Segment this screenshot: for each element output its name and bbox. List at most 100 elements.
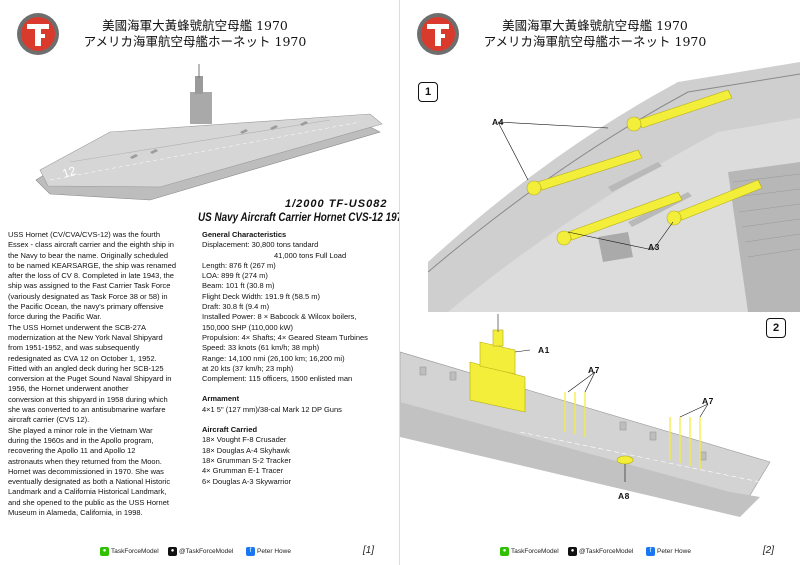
aircraft-line: 6× Douglas A-3 Skywarrior	[202, 476, 291, 486]
aircraft-line: 4× Grumman E-1 Tracer	[202, 466, 284, 476]
wechat-handle: TaskForceModel	[111, 548, 159, 555]
facebook-name: Peter Howe	[657, 548, 691, 555]
header-title-japanese: アメリカ海軍航空母艦ホーネット 1970	[483, 34, 707, 49]
taskforce-logo-icon	[417, 13, 459, 55]
wechat-handle: TaskForceModel	[511, 548, 559, 555]
facebook-icon: f	[646, 547, 655, 556]
armament-heading: Armament	[202, 394, 240, 404]
spec-line: at 20 kts (37 km/h; 23 mph)	[202, 363, 294, 373]
history-line: She played a minor role in the Vietnam W…	[8, 425, 153, 435]
page-left: 美國海軍大黃蜂號航空母艦 1970 アメリカ海軍航空母艦ホーネット 1970 1…	[0, 0, 400, 565]
callout-a3: A3	[648, 242, 660, 252]
scale-product-code: 1/2000 TF-US082	[285, 198, 388, 210]
aircraft-line: 18× Douglas A-4 Skyhawk	[202, 445, 290, 455]
history-line: redesignated as CVA 12 on October 1, 195…	[8, 353, 157, 363]
spec-line: Installed Power: 8 × Babcock & Wilcox bo…	[202, 312, 357, 322]
history-line: USS Hornet (CV/CVA/CVS-12) was the fourt…	[8, 230, 160, 239]
history-line: she was converted to an antisubmarine wa…	[8, 405, 166, 415]
callout-a8: A8	[618, 491, 630, 501]
page-header: 美國海軍大黃蜂號航空母艦 1970 アメリカ海軍航空母艦ホーネット 1970	[80, 18, 310, 50]
carrier-render-image: 12	[35, 64, 383, 201]
aircraft-line: 18× Vought F-8 Crusader	[202, 435, 287, 445]
twitter-icon: ●	[568, 547, 577, 556]
step2-illustration	[400, 314, 771, 517]
history-line: Fitted with an angled deck during her SC…	[8, 363, 164, 373]
taskforce-logo-icon	[17, 13, 59, 55]
history-line: Landmark and a California Historical Lan…	[8, 487, 167, 497]
twitter-handle: @TaskForceModel	[579, 548, 634, 555]
spec-line: 150,000 SHP (110,000 kW)	[202, 322, 294, 332]
history-text: USS Hornet (CV/CVA/CVS-12) was the fourt…	[8, 230, 204, 518]
history-line: ship was assigned to the Fast Carrier Ta…	[8, 281, 171, 291]
spec-line: Propulsion: 4× Shafts; 4× Geared Steam T…	[202, 332, 368, 342]
aircraft-heading: Aircraft Carried	[202, 425, 258, 435]
history-line: The USS Hornet underwent the SCB-27A	[8, 322, 146, 332]
page-number: [2]	[762, 545, 774, 556]
wechat-contact: ● TaskForceModel	[100, 547, 159, 556]
callout-a4: A4	[492, 117, 504, 127]
page-footer: ● TaskForceModel ● @TaskForceModel f Pet…	[0, 545, 399, 559]
history-line: the Pacific Ocean, the navy's primary of…	[8, 302, 164, 312]
page-right: 美國海軍大黃蜂號航空母艦 1970 アメリカ海軍航空母艦ホーネット 1970	[400, 0, 800, 565]
callout-a1: A1	[538, 345, 550, 355]
history-line: Hornet was decommissioned in 1970. She w…	[8, 466, 164, 476]
wechat-contact: ● TaskForceModel	[500, 547, 559, 556]
history-line: Essex - class aircraft carrier and the e…	[8, 240, 174, 250]
history-line: astronauts when they returned from the M…	[8, 456, 162, 466]
spec-line: LOA: 899 ft (274 m)	[202, 271, 268, 281]
history-line: and she opened to the public as the USS …	[8, 497, 169, 507]
page-footer: ● TaskForceModel ● @TaskForceModel f Pet…	[400, 545, 800, 559]
step-1-badge: 1	[418, 82, 438, 102]
callout-a7-left: A7	[588, 365, 600, 375]
history-line: Museum in Alameda, California, in 1998.	[8, 508, 143, 518]
spec-line: Length: 876 ft (267 m)	[202, 260, 276, 270]
history-line: to be named KEARSARGE, the ship was rena…	[8, 260, 177, 270]
spec-line: Flight Deck Width: 191.9 ft (58.5 m)	[202, 291, 320, 301]
twitter-contact: ● @TaskForceModel	[568, 547, 633, 556]
step1-illustration	[428, 62, 800, 312]
step-2-badge: 2	[766, 318, 786, 338]
facebook-contact: f Peter Howe	[246, 547, 291, 556]
history-line: recovering the Apollo 11 and Apollo 12	[8, 446, 136, 456]
ship-subtitle: US Navy Aircraft Carrier Hornet CVS-12 1…	[198, 212, 400, 224]
armament-list: 4×1 5" (127 mm)/38-cal Mark 12 DP Guns	[202, 405, 397, 415]
page-header: 美國海軍大黃蜂號航空母艦 1970 アメリカ海軍航空母艦ホーネット 1970	[480, 18, 710, 50]
history-line: from 1951-1952, and was subsequently	[8, 343, 140, 353]
history-line: the Navy to bear the name. Originally sc…	[8, 250, 169, 260]
history-line: (variously designated as Task Force 38 o…	[8, 291, 168, 301]
history-line: conversion at this shipyard in 1958 duri…	[8, 394, 168, 404]
facebook-contact: f Peter Howe	[646, 547, 691, 556]
page-number: [1]	[362, 545, 374, 556]
history-line: modernization at the New York Naval Ship…	[8, 332, 163, 342]
facebook-name: Peter Howe	[257, 548, 291, 555]
spec-line: Speed: 33 knots (61 km/h; 38 mph)	[202, 343, 320, 353]
specs-heading: General Characteristics	[202, 230, 287, 239]
history-line: 1956, the Hornet underwent another	[8, 384, 129, 394]
header-title-chinese: 美國海軍大黃蜂號航空母艦 1970	[102, 18, 288, 33]
twitter-handle: @TaskForceModel	[179, 548, 234, 555]
header-title-japanese: アメリカ海軍航空母艦ホーネット 1970	[83, 34, 307, 49]
spec-line: Displacement: 30,800 tons tandard	[202, 240, 319, 250]
spec-line: Range: 14,100 nmi (26,100 km; 16,200 mi)	[202, 353, 345, 363]
history-line: after the loss of CV 8. Completed in lat…	[8, 271, 174, 281]
spec-line: Beam: 101 ft (30.8 m)	[202, 281, 275, 291]
spec-line: Draft: 30.8 ft (9.4 m)	[202, 302, 270, 312]
spec-line: Complement: 115 officers, 1500 enlisted …	[202, 374, 353, 384]
history-line: conversion at the Puget Sound Naval Ship…	[8, 374, 172, 384]
history-line: force during the Pacific War.	[8, 312, 102, 322]
specifications: General Characteristics Displacement: 30…	[202, 230, 397, 487]
armament-line: 4×1 5" (127 mm)/38-cal Mark 12 DP Guns	[202, 404, 342, 414]
twitter-contact: ● @TaskForceModel	[168, 547, 233, 556]
wechat-icon: ●	[500, 547, 509, 556]
history-line: during the 1960s and in the Apollo progr…	[8, 435, 154, 445]
twitter-icon: ●	[168, 547, 177, 556]
svg-text:12: 12	[61, 163, 78, 181]
wechat-icon: ●	[100, 547, 109, 556]
facebook-icon: f	[246, 547, 255, 556]
callout-a7-right: A7	[702, 396, 714, 406]
header-title-chinese: 美國海軍大黃蜂號航空母艦 1970	[502, 18, 688, 33]
history-line: aircraft carrier (CVS 12).	[8, 415, 90, 425]
